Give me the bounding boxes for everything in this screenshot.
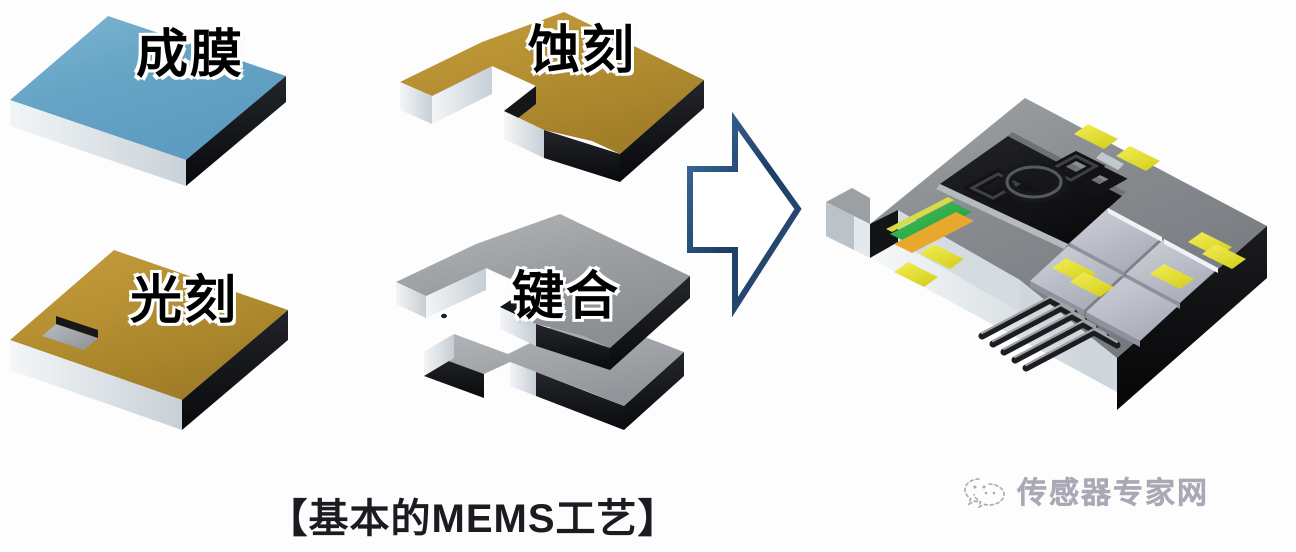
etching-front-edge-right xyxy=(620,80,704,182)
step-etching-illustration xyxy=(396,8,716,208)
mems-ledge-shadow xyxy=(870,210,898,258)
lithography-front-edge xyxy=(182,310,288,430)
deposition-front-edge xyxy=(186,76,286,186)
mems-bond-pad-6 xyxy=(1070,272,1114,297)
bonding-lower-front-edge xyxy=(624,352,684,430)
mems-cavity-rim-bottom xyxy=(936,184,1068,249)
lithography-base-edge xyxy=(10,340,182,430)
watermark-text: 传感器专家网 xyxy=(1017,477,1209,510)
bonding-lower-base-a xyxy=(510,362,536,396)
watermark: 传感器专家网 xyxy=(963,468,1209,512)
bonding-lower-base-b xyxy=(424,334,454,376)
mems-trace-orange xyxy=(894,212,974,253)
mems-trace-highlight xyxy=(886,197,954,232)
flow-arrow-right-icon xyxy=(680,111,810,318)
bonding-lower-front-edge-2 xyxy=(536,372,624,430)
wechat-bubble-icon xyxy=(963,472,1007,509)
etching-top-face xyxy=(400,12,704,154)
bonding-upper-base-b xyxy=(396,282,426,318)
mems-device-illustration xyxy=(812,92,1282,457)
deposition-base-edge xyxy=(10,100,186,186)
mems-comb-fingers xyxy=(978,295,1121,372)
mems-lower-step-edge-2 xyxy=(1020,280,1117,392)
step-deposition-illustration xyxy=(8,14,308,199)
page-caption: 【基本的MEMS工艺】 xyxy=(0,486,1296,544)
etching-base-left xyxy=(400,82,432,124)
step-bonding-illustration xyxy=(388,206,718,456)
deposition-top-face xyxy=(10,16,286,160)
bonding-upper-plate-top xyxy=(396,214,690,348)
step-lithography-illustration xyxy=(6,246,306,436)
lithography-groove-wall xyxy=(56,316,98,338)
mems-bond-pads xyxy=(894,124,1246,297)
etching-base-lower xyxy=(504,111,544,158)
mems-bond-pad-2 xyxy=(1116,146,1160,171)
bonding-alignment-mark xyxy=(441,313,447,319)
lithography-top-face xyxy=(10,250,288,400)
mems-bond-pad-8 xyxy=(1202,244,1246,269)
mems-bond-pad-4 xyxy=(894,262,938,287)
etching-base-notch xyxy=(432,66,492,124)
mems-bond-pad-3 xyxy=(920,244,964,269)
mems-comb-finger-5 xyxy=(1022,328,1121,372)
caption-text: 【基本的MEMS工艺】 xyxy=(267,497,679,541)
mems-ledge-left-outer xyxy=(826,202,854,250)
mems-trace-stripe xyxy=(886,197,974,253)
mems-coil-cavity xyxy=(936,132,1128,249)
bonding-upper-front-edge-2 xyxy=(536,324,610,370)
mems-cavity-anchor xyxy=(1096,152,1124,170)
bonding-upper-front-edge xyxy=(610,276,690,370)
mems-ledge-top xyxy=(826,188,870,224)
mems-plate-4 xyxy=(1086,277,1178,341)
mems-plate-1 xyxy=(1070,208,1162,272)
etching-front-edge-lower xyxy=(544,130,620,182)
mems-substrate-right-edge xyxy=(1117,226,1267,410)
mems-bond-pad-1 xyxy=(1074,124,1118,149)
lithography-groove-floor xyxy=(42,324,98,350)
mems-trace-green xyxy=(890,202,972,244)
bonding-upper-base-c xyxy=(426,268,486,318)
flow-arrow-shape xyxy=(687,111,802,318)
mems-ledge-left xyxy=(854,216,870,258)
bonding-upper-base-a xyxy=(500,307,536,346)
mems-coil-loop-4 xyxy=(1064,164,1128,199)
mems-bond-pad-9 xyxy=(1150,264,1194,289)
